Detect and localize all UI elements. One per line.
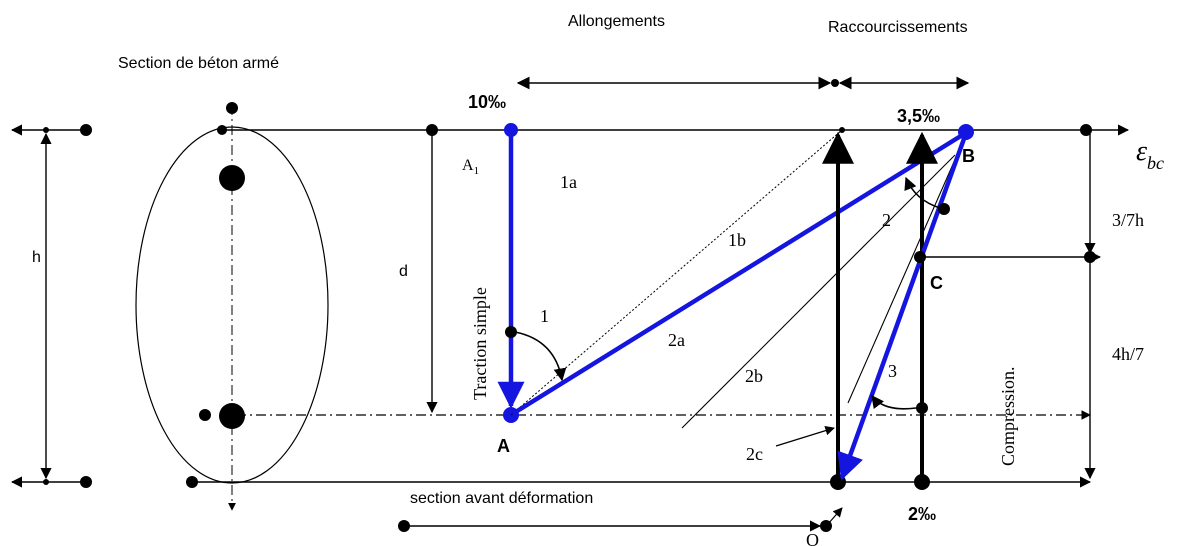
pivot-o-label: O [806, 530, 819, 546]
height-label: h [32, 249, 41, 266]
top-left-inner-dot [43, 127, 49, 133]
domain-2b-label: 2b [745, 366, 763, 386]
d-dimension-top-dot [426, 124, 438, 136]
tension-steel-small-dot [199, 409, 211, 421]
domain-2c-pointer [775, 425, 835, 447]
domain-2c-label: 2c [746, 444, 763, 464]
pivot-b-label: B [962, 146, 975, 166]
section-bottom-fiber-dot [186, 476, 198, 488]
domain-1-dot [505, 326, 517, 338]
range-divider-dot [831, 79, 839, 87]
dim-4h-7-label: 4h/7 [1112, 344, 1144, 364]
section-top-small-dot [226, 102, 238, 114]
dim-3-7h-label: 3/7h [1112, 210, 1144, 230]
simple-tension-label: Traction simple [470, 287, 490, 400]
caption-before-deformation: section avant déformation [410, 490, 593, 507]
domain-1a-label: 1a [560, 172, 577, 192]
domain-2b-thin-line [681, 154, 956, 429]
domain-3-label: 3 [888, 361, 897, 381]
compression-label: Compression. [998, 366, 1018, 466]
strain-axis-symbol: εbc [1136, 136, 1164, 173]
domain-2-label: 2 [882, 210, 891, 230]
header-raccourcissements: Raccourcissements [828, 19, 968, 36]
a1-label: A1 [462, 157, 479, 177]
pivot-c-label: C [930, 273, 943, 293]
domain-2-thin-line [847, 129, 969, 404]
zero-strain-top-dot [839, 127, 845, 133]
pivot-o-pointer [827, 507, 843, 525]
top-left-dot [80, 124, 92, 136]
tension-steel-bar [219, 403, 245, 429]
domain-1-label: 1 [540, 306, 549, 326]
depth-label: d [399, 263, 408, 280]
domain-1b-label: 1b [728, 230, 746, 250]
right-top-dot [1080, 124, 1092, 136]
domain-1-rotation-arrow [514, 331, 567, 382]
bottom-left-inner-dot [43, 479, 49, 485]
two-permille-bottom-dot [914, 474, 930, 490]
pivot-b-dot [958, 124, 974, 140]
compression-limit-top: 3,5‰ [897, 106, 940, 126]
pivot-line-a-to-b [512, 132, 966, 415]
compression-limit-bottom: 2‰ [908, 504, 936, 524]
tension-limit-label: 10‰ [468, 92, 506, 112]
domain-2a-label: 2a [668, 330, 685, 350]
domain-3-rotation-arrow [871, 394, 917, 410]
domain-2-rotation-arrow [904, 176, 941, 209]
section-top-fiber-dot [217, 125, 227, 135]
bottom-left-dot [80, 476, 92, 488]
top-tension-dot [504, 123, 518, 137]
header-allongements: Allongements [568, 13, 665, 30]
pivot-a-label: A [497, 436, 510, 456]
compression-steel-bar [219, 165, 245, 191]
limit-1-dotted-line [510, 129, 843, 416]
pivot-line-b-to-o [837, 135, 968, 481]
section-title: Section de béton armé [118, 55, 279, 72]
domain-3-dot [916, 402, 928, 414]
domain-2-dot [938, 203, 950, 215]
